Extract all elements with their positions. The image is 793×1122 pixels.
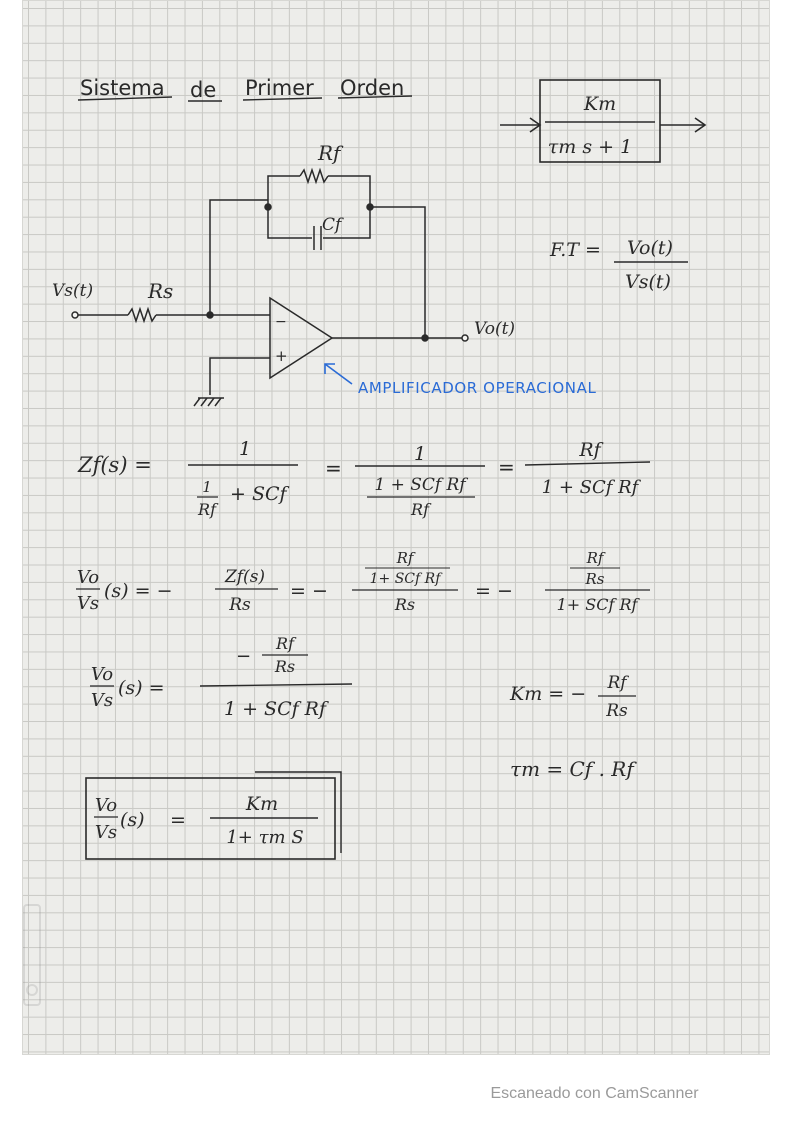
eq2-f3-num-num: Rf — [586, 549, 606, 567]
result-equals: = — [170, 809, 186, 831]
eq1-f2-den-num: 1 + SCf Rf — [374, 475, 468, 495]
eq1-lhs: Zf(s) = — [77, 453, 152, 477]
vs-label: Vs(t) — [52, 281, 93, 301]
rs-label: Rs — [147, 279, 173, 303]
eq3-num-num: Rf — [275, 634, 297, 653]
eq1-f2-num: 1 — [414, 443, 426, 465]
eq3-num-den: Rs — [274, 657, 295, 676]
circuit-labels: Rf Cf Vs(t) Rs − + Vo(t) AMPLIFICADOR OP… — [52, 141, 596, 397]
eq2-f3-num-den: Rs — [585, 570, 605, 588]
op-amp-symbol — [269, 296, 334, 380]
eq1-equals-a: = — [325, 456, 342, 480]
eq1-equals-b: = — [498, 455, 515, 479]
eq2-f2-num-num: Rf — [396, 549, 416, 567]
noninverting-input-sign: + — [275, 347, 288, 365]
eq1-f1-den-b: + SCf — [230, 483, 290, 505]
equation-vo-vs-2: Vo Vs (s) = − Rf Rs 1 + SCf Rf — [90, 634, 353, 720]
eq2-f1-num: Zf(s) — [224, 567, 265, 587]
eq1-f3-den: 1 + SCf Rf — [542, 477, 642, 498]
ft-denominator: Vs(t) — [625, 271, 671, 293]
block-numerator: Km — [583, 93, 616, 115]
km-den: Rs — [605, 701, 628, 721]
node-dot — [366, 203, 374, 211]
equation-vo-vs-1: Vo Vs (s) = − Zf(s) Rs = − Rf 1+ SCf Rf … — [76, 549, 650, 615]
ft-label: F.T = — [549, 239, 601, 261]
eq1-f3-num: Rf — [578, 439, 603, 461]
page-title: Sistema de Primer Orden — [77, 76, 413, 102]
result-num: Km — [245, 793, 278, 815]
eq2-equals-a: = − — [290, 580, 328, 602]
km-label: Km = − — [509, 683, 586, 705]
node-dot — [206, 311, 214, 319]
cf-label: Cf — [322, 215, 344, 235]
op-amp-circuit — [71, 167, 469, 407]
result-lhs-den: Vs — [95, 822, 117, 843]
eq1-f1-num: 1 — [239, 438, 251, 460]
vo-label: Vo(t) — [474, 319, 515, 339]
eq3-lhs-num: Vo — [91, 664, 113, 685]
eq2-f2-den: Rs — [394, 595, 415, 614]
eq2-lhs-den: Vs — [77, 593, 99, 614]
result-lhs-num: Vo — [95, 795, 117, 816]
node-dot — [421, 334, 429, 342]
eq1-f1-den-a-num: 1 — [202, 478, 212, 496]
amp-label: AMPLIFICADOR OPERACIONAL — [358, 379, 596, 397]
eq3-num-sign: − — [236, 646, 251, 667]
title-word-3: Primer — [245, 76, 314, 100]
rf-label: Rf — [317, 141, 344, 165]
camscanner-logo-mark — [23, 904, 41, 1006]
rs-resistor — [127, 306, 157, 324]
transfer-block — [539, 79, 661, 163]
eq3-lhs-den: Vs — [91, 690, 113, 711]
eq1-f2-den-den: Rf — [410, 500, 432, 519]
eq2-lhs-arg: (s) = − — [104, 580, 173, 602]
transfer-function-def: F.T = Vo(t) Vs(t) — [549, 237, 688, 293]
eq2-f1-den: Rs — [228, 595, 251, 615]
block-denominator: τm s + 1 — [548, 136, 632, 158]
result-box: Vo Vs (s) = Km 1+ τm S — [85, 771, 342, 860]
inverting-input-sign: − — [275, 314, 287, 330]
rf-resistor — [299, 167, 329, 185]
block-diagram: Km τm s + 1 — [500, 79, 707, 163]
title-word-2: de — [190, 78, 216, 102]
equation-zf: Zf(s) = 1 1 Rf + SCf = 1 1 + SCf Rf Rf =… — [77, 438, 651, 519]
amp-pointer-arrow — [324, 363, 353, 385]
node-dot — [264, 203, 272, 211]
eq2-f2-num-den: 1+ SCf Rf — [370, 571, 444, 587]
eq3-den: 1 + SCf Rf — [224, 698, 329, 720]
eq3-lhs-arg: (s) = — [118, 677, 165, 699]
eq2-equals-b: = − — [475, 580, 513, 602]
eq2-lhs-num: Vo — [77, 567, 99, 588]
result-den: 1+ τm S — [226, 827, 303, 848]
km-num: Rf — [606, 673, 629, 693]
scanner-watermark: Escaneado con CamScanner — [490, 1085, 699, 1102]
eq1-f1-den-a-den: Rf — [197, 500, 219, 519]
output-terminal — [461, 334, 469, 342]
ft-numerator: Vo(t) — [627, 237, 673, 259]
input-terminal — [71, 311, 79, 319]
feedback-wire-left — [209, 199, 268, 315]
feedback-wire-right — [370, 206, 426, 338]
tau-definition: τm = Cf . Rf — [510, 757, 637, 781]
km-definition: Km = − Rf Rs — [509, 673, 636, 721]
result-lhs-arg: (s) — [120, 809, 145, 831]
notebook-page — [22, 0, 770, 1055]
result-frame — [85, 777, 336, 860]
eq2-f3-den: 1+ SCf Rf — [557, 595, 641, 614]
title-word-1: Sistema — [80, 76, 165, 100]
